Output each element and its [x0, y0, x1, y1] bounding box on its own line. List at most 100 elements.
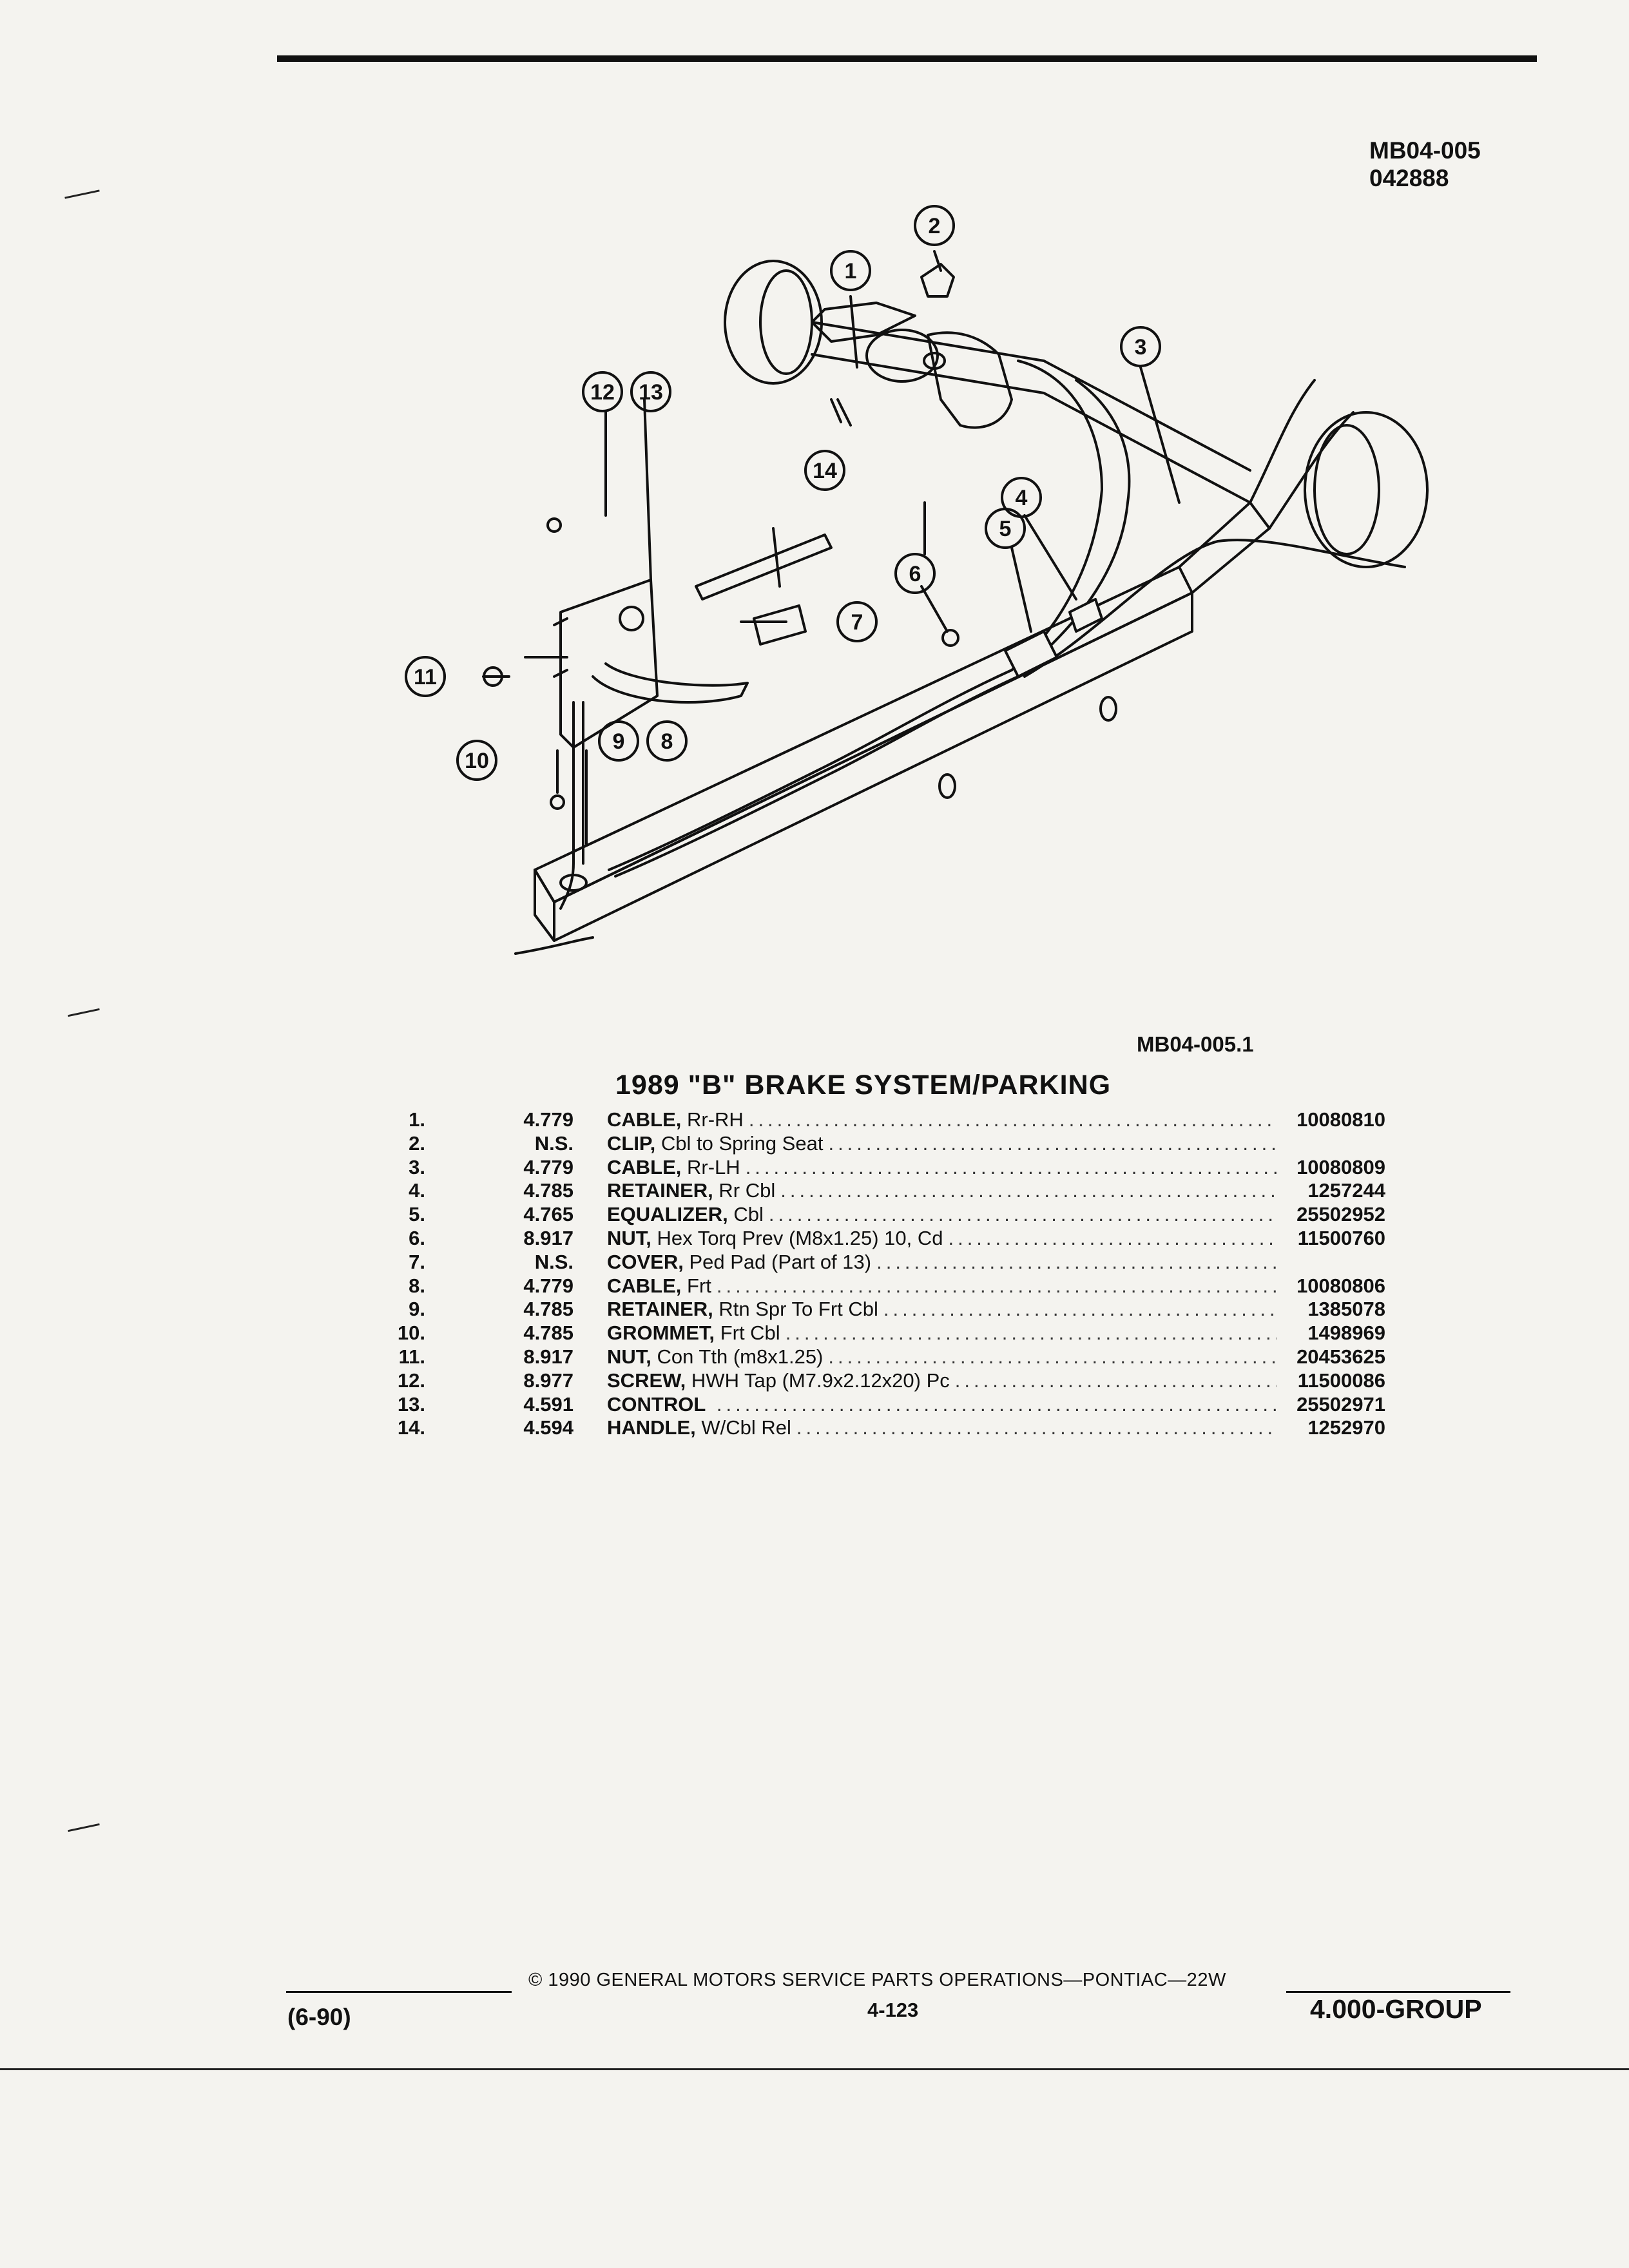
callout-11: 11	[414, 665, 437, 689]
item-number: 14.	[397, 1416, 425, 1439]
part-description: CABLE, Frt..............................…	[607, 1274, 1277, 1297]
part-name: RETAINER,	[607, 1298, 713, 1321]
screw-12	[546, 517, 562, 533]
part-name: NUT,	[607, 1345, 651, 1368]
figure-id: MB04-005.1	[1137, 1032, 1254, 1056]
drawing-code: MB04-005 042888	[1369, 137, 1481, 192]
group-number: 8.977	[523, 1369, 574, 1392]
callout-6: 6	[909, 562, 921, 586]
callout-1: 1	[845, 259, 857, 284]
section-title: 1989 "B" BRAKE SYSTEM/PARKING	[615, 1070, 1112, 1100]
rear-wheel-right	[1304, 411, 1429, 568]
part-detail: Hex Torq Prev (M8x1.25) 10, Cd	[657, 1226, 943, 1249]
item-number: 8.	[409, 1274, 425, 1297]
callout-9: 9	[613, 729, 625, 754]
part-name: CABLE,	[607, 1274, 682, 1297]
release-handle	[695, 533, 833, 601]
item-number: 11.	[398, 1345, 425, 1368]
table-row: 11. 8.917 NUT, Con Tth (m8x1.25)..........…	[380, 1345, 1385, 1369]
footer-rule-right	[1286, 1991, 1510, 1993]
table-row: 14. 4.594 HANDLE, W/Cbl Rel...............…	[380, 1416, 1385, 1440]
part-description: CLIP, Cbl to Spring Seat................…	[607, 1131, 1277, 1155]
cable-front	[608, 669, 1013, 871]
part-description: EQUALIZER, Cbl..........................…	[607, 1203, 1277, 1226]
item-number: 3.	[409, 1155, 425, 1178]
part-name: SCREW,	[607, 1369, 686, 1392]
part-name: RETAINER,	[607, 1179, 713, 1202]
top-rule	[277, 55, 1537, 62]
table-row: 2.N.S.CLIP, Cbl to Spring Seat..........…	[380, 1132, 1385, 1156]
part-number: 25502971	[1296, 1392, 1385, 1416]
part-name: COVER,	[607, 1250, 684, 1273]
item-number: 10.	[397, 1321, 425, 1345]
part-name: EQUALIZER,	[607, 1203, 728, 1226]
copyright-line: © 1990 GENERAL MOTORS SERVICE PARTS OPER…	[528, 1970, 1226, 1990]
group-number: N.S.	[534, 1131, 574, 1155]
control-bracket	[559, 579, 659, 749]
part-number: 20453625	[1296, 1345, 1385, 1368]
part-description: GROMMET, Frt Cbl........................…	[607, 1321, 1277, 1345]
part-detail: Ped Pad (Part of 13)	[689, 1250, 872, 1273]
item-number: 1.	[409, 1108, 425, 1131]
parking-brake-diagram: 1 2 3 4 5 6 7 8 9 10 11 12 13 14	[405, 205, 1429, 955]
rear-wheel-left	[724, 260, 823, 385]
group-number: 4.779	[523, 1108, 574, 1131]
part-name: CABLE,	[607, 1108, 682, 1131]
parts-table: 1. 4.779 CABLE, Rr-RH.....................…	[380, 1108, 1385, 1440]
part-detail: Rtn Spr To Frt Cbl	[718, 1298, 878, 1321]
margin-mark	[64, 189, 100, 199]
callout-5: 5	[999, 517, 1012, 541]
part-detail: Frt Cbl	[720, 1321, 780, 1345]
spring-clip	[920, 263, 955, 298]
item-number: 13.	[397, 1392, 425, 1416]
callout-10: 10	[465, 749, 489, 773]
callout-4: 4	[1016, 486, 1028, 510]
group-number: 4.779	[523, 1274, 574, 1297]
part-number: 1498969	[1307, 1321, 1385, 1345]
callout-13: 13	[639, 380, 663, 405]
part-detail: Rr Cbl	[718, 1179, 776, 1202]
item-number: 4.	[409, 1179, 425, 1202]
part-number: 1252970	[1307, 1416, 1385, 1439]
part-description: HANDLE, W/Cbl Rel.......................…	[607, 1416, 1277, 1439]
callout-3: 3	[1135, 335, 1147, 360]
part-detail: HWH Tap (M7.9x2.12x20) Pc	[691, 1369, 950, 1392]
part-detail: Cbl	[733, 1203, 764, 1226]
group-number: 8.917	[523, 1345, 574, 1368]
nut-6	[941, 629, 959, 647]
table-row: 1. 4.779 CABLE, Rr-RH.....................…	[380, 1108, 1385, 1132]
item-number: 12.	[397, 1369, 425, 1392]
part-description: NUT, Hex Torq Prev (M8x1.25) 10, Cd.....…	[607, 1226, 1277, 1249]
part-number: 1385078	[1307, 1298, 1385, 1321]
part-description: NUT, Con Tth (m8x1.25)..................…	[607, 1345, 1277, 1368]
group-number: 8.917	[523, 1226, 574, 1249]
part-detail: Con Tth (m8x1.25)	[657, 1345, 824, 1368]
item-number: 5.	[409, 1203, 425, 1226]
rear-axle	[811, 321, 1251, 504]
group-number: N.S.	[534, 1250, 574, 1273]
item-number: 6.	[409, 1226, 425, 1249]
part-number: 1257244	[1307, 1179, 1385, 1202]
part-detail: Rr-LH	[687, 1155, 740, 1178]
item-number: 9.	[409, 1298, 425, 1321]
part-description: COVER, Ped Pad (Part of 13).............…	[607, 1250, 1277, 1273]
part-description: CABLE, Rr-RH............................…	[607, 1108, 1277, 1131]
margin-mark	[68, 1823, 100, 1832]
group-number: 4.594	[523, 1416, 574, 1439]
part-number: 10080806	[1296, 1274, 1385, 1297]
revision-date: (6-90)	[287, 2004, 351, 2030]
pedal-pad-cover	[753, 604, 807, 646]
part-number: 10080809	[1296, 1155, 1385, 1178]
callout-7: 7	[851, 610, 863, 635]
part-detail: Rr-RH	[687, 1108, 744, 1131]
group-number: 4.785	[523, 1179, 574, 1202]
part-description: SCREW, HWH Tap (M7.9x2.12x20) Pc........…	[607, 1369, 1277, 1392]
part-name: CABLE,	[607, 1155, 682, 1178]
part-name: CLIP,	[607, 1131, 656, 1155]
cable-rear-lh	[1023, 539, 1406, 678]
part-description: CABLE, Rr-LH............................…	[607, 1155, 1277, 1178]
